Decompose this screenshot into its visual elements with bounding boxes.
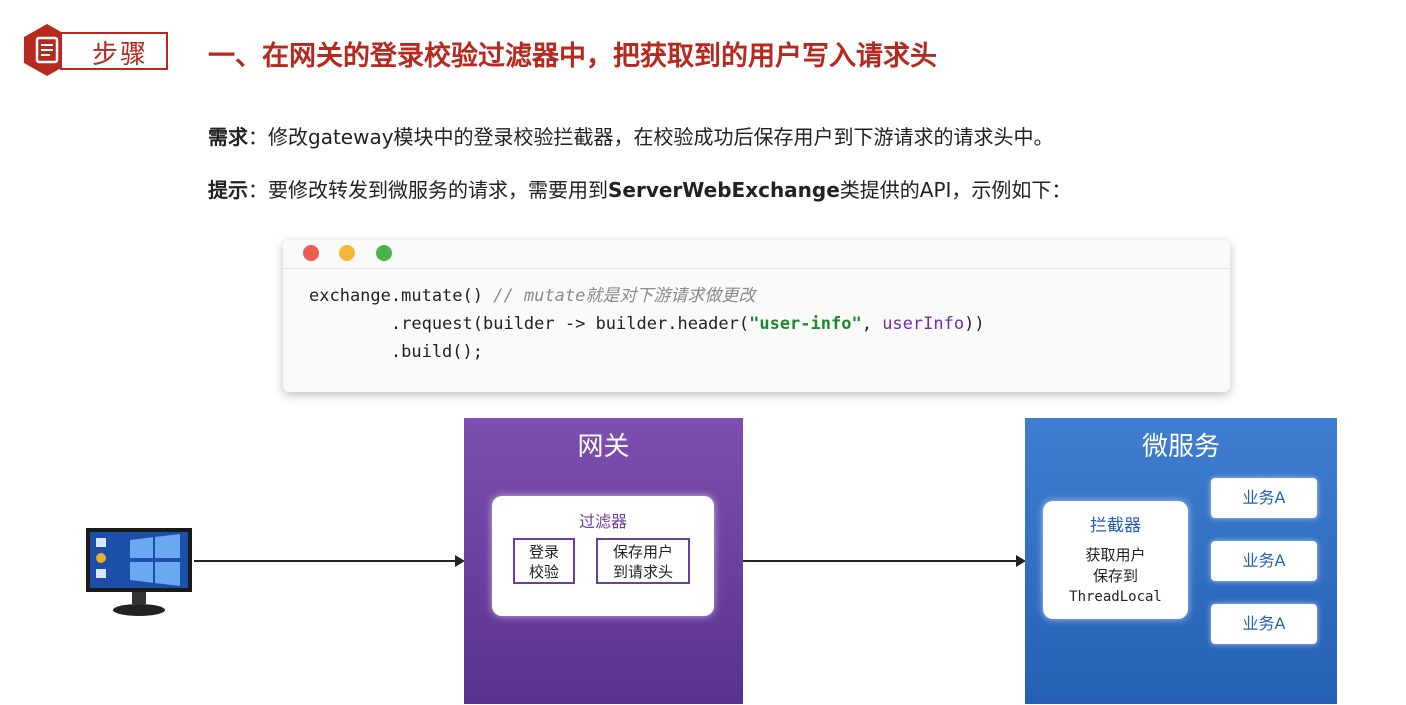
hint-line: 提示：要修改转发到微服务的请求，需要用到ServerWebExchange类提供… — [208, 174, 1071, 203]
code-variable: userInfo — [882, 314, 965, 334]
login-check-step: 登录 校验 — [513, 538, 575, 584]
hint-label: 提示 — [208, 178, 248, 202]
microservice-title: 微服务 — [1141, 432, 1220, 462]
code-line-1: exchange.mutate() // mutate就是对下游请求做更改 — [309, 286, 756, 306]
filter-label: 过滤器 — [578, 512, 627, 531]
interceptor-box: 拦截器 获取用户 保存到 ThreadLocal — [1043, 501, 1188, 619]
badge-frame — [60, 32, 168, 70]
gateway-title: 网关 — [577, 432, 630, 462]
code-line-2: .request(builder -> builder.header("user… — [309, 314, 985, 334]
code-window: exchange.mutate() // mutate就是对下游请求做更改 .r… — [283, 240, 1230, 392]
save-user-header-step: 保存用户 到请求头 — [596, 538, 690, 584]
business-box: 业务A — [1211, 478, 1317, 518]
code-line-3: .build(); — [309, 342, 483, 362]
client-to-gateway-arrow — [194, 560, 456, 562]
client-computer-icon — [86, 528, 192, 616]
requirement-label: 需求 — [208, 125, 248, 149]
microservice-box: 微服务 拦截器 获取用户 保存到 ThreadLocal 业务A 业务A 业务A — [1025, 418, 1337, 704]
hint-text-before: ：要修改转发到微服务的请求，需要用到 — [248, 178, 608, 202]
interceptor-label: 拦截器 — [1090, 516, 1141, 536]
step-badge: 步骤 — [22, 22, 170, 78]
gateway-to-service-arrowhead — [1016, 555, 1026, 567]
business-box: 业务A — [1211, 541, 1317, 581]
maximize-dot-icon — [376, 245, 392, 261]
hint-emphasis: ServerWebExchange — [608, 178, 840, 202]
requirement-line: 需求：修改gateway模块中的登录校验拦截器，在校验成功后保存用户到下游请求的… — [208, 121, 1054, 150]
business-box: 业务A — [1211, 604, 1317, 644]
hint-text-after: 类提供的API，示例如下： — [839, 178, 1072, 202]
code-window-titlebar — [283, 240, 1230, 269]
badge-label: 步骤 — [92, 40, 149, 70]
gateway-box: 网关 过滤器 登录 校验 保存用户 到请求头 — [464, 418, 743, 704]
requirement-text: ：修改gateway模块中的登录校验拦截器，在校验成功后保存用户到下游请求的请求… — [248, 125, 1054, 149]
code-string: "user-info" — [749, 314, 862, 334]
filter-box: 过滤器 登录 校验 保存用户 到请求头 — [492, 496, 714, 616]
page-title: 一、在网关的登录校验过滤器中，把获取到的用户写入请求头 — [208, 41, 937, 72]
client-to-gateway-arrowhead — [455, 555, 465, 567]
document-icon — [24, 24, 70, 76]
code-comment: // mutate就是对下游请求做更改 — [493, 286, 756, 306]
code-block: exchange.mutate() // mutate就是对下游请求做更改 .r… — [309, 282, 985, 366]
close-dot-icon — [303, 245, 319, 261]
minimize-dot-icon — [339, 245, 355, 261]
interceptor-description: 获取用户 保存到 ThreadLocal — [1069, 546, 1162, 605]
gateway-to-service-arrow — [743, 560, 1017, 562]
